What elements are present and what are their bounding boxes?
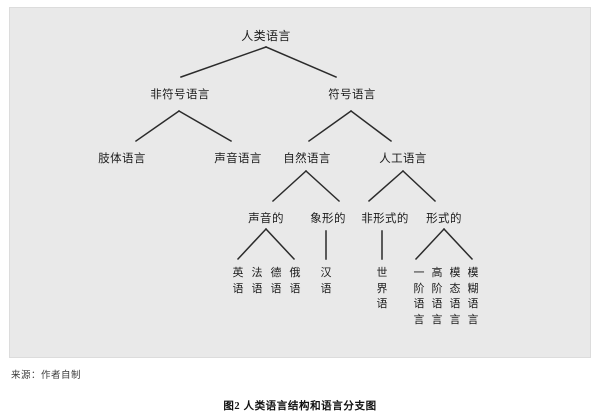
edge-natural-to-pictographic — [304, 169, 341, 203]
node-phonetic: 声音的 — [248, 213, 284, 225]
leaf-modal-char-3: 言 — [449, 313, 461, 326]
leaf-fuzzy-char-0: 模 — [467, 267, 479, 279]
leaf-esperanto: 世 界 语 — [375, 266, 389, 313]
leaf-higher-order-char-2: 语 — [431, 298, 443, 310]
leaf-chinese-char-0: 汉 — [320, 267, 332, 279]
leaf-modal-char-2: 语 — [449, 298, 461, 310]
leaf-russian: 俄 语 — [288, 266, 302, 297]
edge-natural-to-phonetic — [271, 169, 308, 203]
edge-root-to-nonsymbolic — [180, 46, 267, 78]
leaf-german-char-1: 语 — [270, 282, 282, 295]
leaf-german: 德 语 — [269, 266, 283, 297]
node-artificial-language: 人工语言 — [379, 153, 427, 165]
leaf-higher-order-char-1: 阶 — [431, 282, 443, 295]
leaf-french-char-1: 语 — [251, 282, 263, 295]
leaf-english-char-0: 英 — [232, 267, 244, 279]
edge-phonetic-right — [264, 227, 296, 261]
leaf-russian-char-0: 俄 — [289, 267, 301, 279]
leaf-fuzzy-char-2: 语 — [467, 298, 479, 310]
leaf-russian-char-1: 语 — [289, 282, 301, 295]
leaf-chinese: 汉 语 — [319, 266, 333, 297]
edge-artificial-to-informal — [367, 169, 405, 203]
leaf-modal-char-0: 模 — [449, 267, 461, 279]
leaf-german-char-0: 德 — [270, 267, 282, 279]
edge-symbolic-to-artificial — [349, 109, 393, 143]
leaf-first-order-char-2: 语 — [413, 298, 425, 310]
leaf-english-char-1: 语 — [232, 282, 244, 295]
node-natural-language: 自然语言 — [283, 153, 331, 165]
edge-formal-left — [414, 227, 446, 261]
leaf-first-order-char-1: 阶 — [413, 282, 425, 295]
leaf-fuzzy-char-1: 糊 — [467, 282, 479, 295]
diagram-panel: 人类语言 非符号语言 符号语言 肢体语言 声音语言 自然语言 人工语言 声音的 … — [9, 7, 591, 358]
edge-nonsymbolic-to-voice — [177, 109, 233, 143]
figure-caption: 图2 人类语言结构和语言分支图 — [223, 401, 377, 412]
edge-root-to-symbolic — [265, 46, 337, 78]
node-human-language: 人类语言 — [241, 29, 291, 43]
node-symbolic-language: 符号语言 — [328, 89, 376, 101]
tree-connector-lines — [134, 46, 474, 261]
leaf-modal-language: 模 态 语 言 — [448, 266, 462, 328]
node-informal: 非形式的 — [361, 213, 409, 225]
edge-formal-right — [442, 227, 474, 261]
leaf-french-char-0: 法 — [251, 267, 263, 279]
edge-artificial-to-formal — [401, 169, 437, 203]
leaf-first-order-char-3: 言 — [413, 313, 425, 326]
edge-nonsymbolic-to-body — [134, 109, 181, 143]
leaf-english: 英 语 — [231, 266, 245, 297]
node-non-symbolic-language: 非符号语言 — [150, 89, 210, 101]
leaf-first-order-char-0: 一 — [413, 267, 425, 279]
node-voice-language: 声音语言 — [214, 153, 262, 165]
leaf-fuzzy-char-3: 言 — [467, 313, 479, 326]
leaf-esperanto-char-2: 语 — [376, 298, 388, 310]
leaf-french: 法 语 — [250, 266, 264, 297]
leaf-higher-order-char-0: 高 — [431, 267, 443, 279]
edge-symbolic-to-natural — [307, 109, 353, 143]
leaf-modal-char-1: 态 — [449, 282, 461, 295]
node-formal: 形式的 — [426, 213, 462, 225]
source-note: 来源：作者自制 — [11, 371, 82, 381]
leaf-higher-order-char-3: 言 — [431, 313, 443, 326]
leaf-higher-order-language: 高 阶 语 言 — [430, 266, 444, 328]
leaf-fuzzy-language: 模 糊 语 言 — [466, 266, 480, 328]
node-pictographic: 象形的 — [310, 213, 346, 225]
node-body-language: 肢体语言 — [98, 153, 146, 165]
leaf-esperanto-char-1: 界 — [376, 282, 388, 295]
leaf-esperanto-char-0: 世 — [376, 267, 388, 279]
leaf-first-order-language: 一 阶 语 言 — [412, 266, 426, 328]
leaf-chinese-char-1: 语 — [320, 282, 332, 295]
edge-phonetic-left — [236, 227, 268, 261]
